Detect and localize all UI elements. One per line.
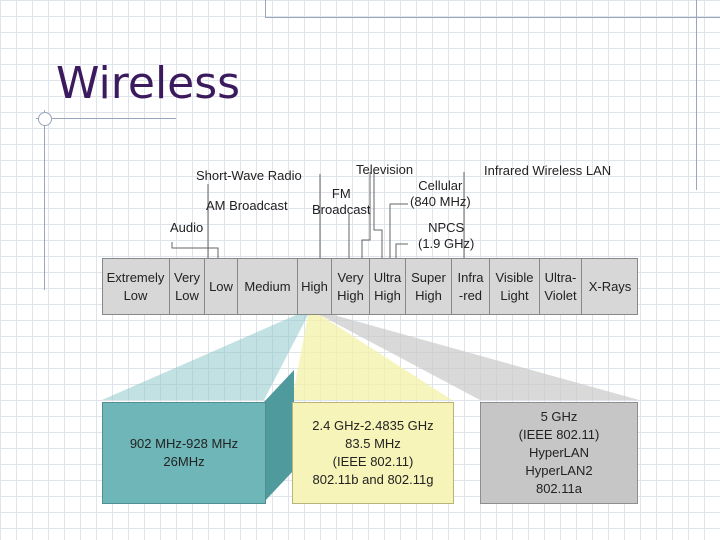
band-medium: Medium <box>238 258 298 315</box>
left-vertical-rule <box>44 110 45 290</box>
box-5-ghz: 5 GHz (IEEE 802.11) HyperLAN HyperLAN2 8… <box>480 402 638 504</box>
label-short-wave-radio: Short-Wave Radio <box>196 168 302 183</box>
left-box-side <box>264 370 294 502</box>
funnel-middle <box>292 315 452 400</box>
funnel-right <box>320 315 639 400</box>
band-super-high: Super High <box>406 258 452 315</box>
band-x-rays: X-Rays <box>588 278 632 294</box>
box-902-mhz: 902 MHz-928 MHz 26MHz <box>102 402 266 504</box>
spectrum-diagram: Short-Wave Radio AM Broadcast Audio Tele… <box>94 150 654 510</box>
label-am-broadcast: AM Broadcast <box>206 198 288 213</box>
spectrum-band-bar <box>102 258 638 315</box>
label-fm-broadcast: FM Broadcast <box>312 186 371 217</box>
band-very-low: Very Low <box>170 258 205 315</box>
band-extremely-low: Extremely Low <box>102 258 170 315</box>
title-underline <box>36 118 176 119</box>
band-low: Low <box>205 258 238 315</box>
funnel-left <box>102 315 308 400</box>
label-infrared-wireless-lan: Infrared Wireless LAN <box>484 163 612 178</box>
band-ultraviolet: Ultra- Violet <box>540 258 582 315</box>
connector-lines <box>102 172 639 502</box>
band-visible-light: Visible Light <box>490 258 540 315</box>
band-infrared: Infra -red <box>452 258 490 315</box>
page-title: Wireless <box>56 58 241 109</box>
right-vertical-rule <box>696 0 697 190</box>
corner-decoration-frame <box>265 0 720 18</box>
label-cellular: Cellular (840 MHz) <box>410 178 471 209</box>
band-high: High <box>298 258 332 315</box>
label-npcs: NPCS (1.9 GHz) <box>418 220 475 251</box>
band-ultra-high: Ultra High <box>370 258 406 315</box>
corner-circle-left <box>38 112 52 126</box>
box-2-4-ghz: 2.4 GHz-2.4835 GHz 83.5 MHz (IEEE 802.11… <box>292 402 454 504</box>
label-audio: Audio <box>170 220 204 235</box>
band-very-high: Very High <box>332 258 370 315</box>
label-television: Television <box>356 162 414 177</box>
